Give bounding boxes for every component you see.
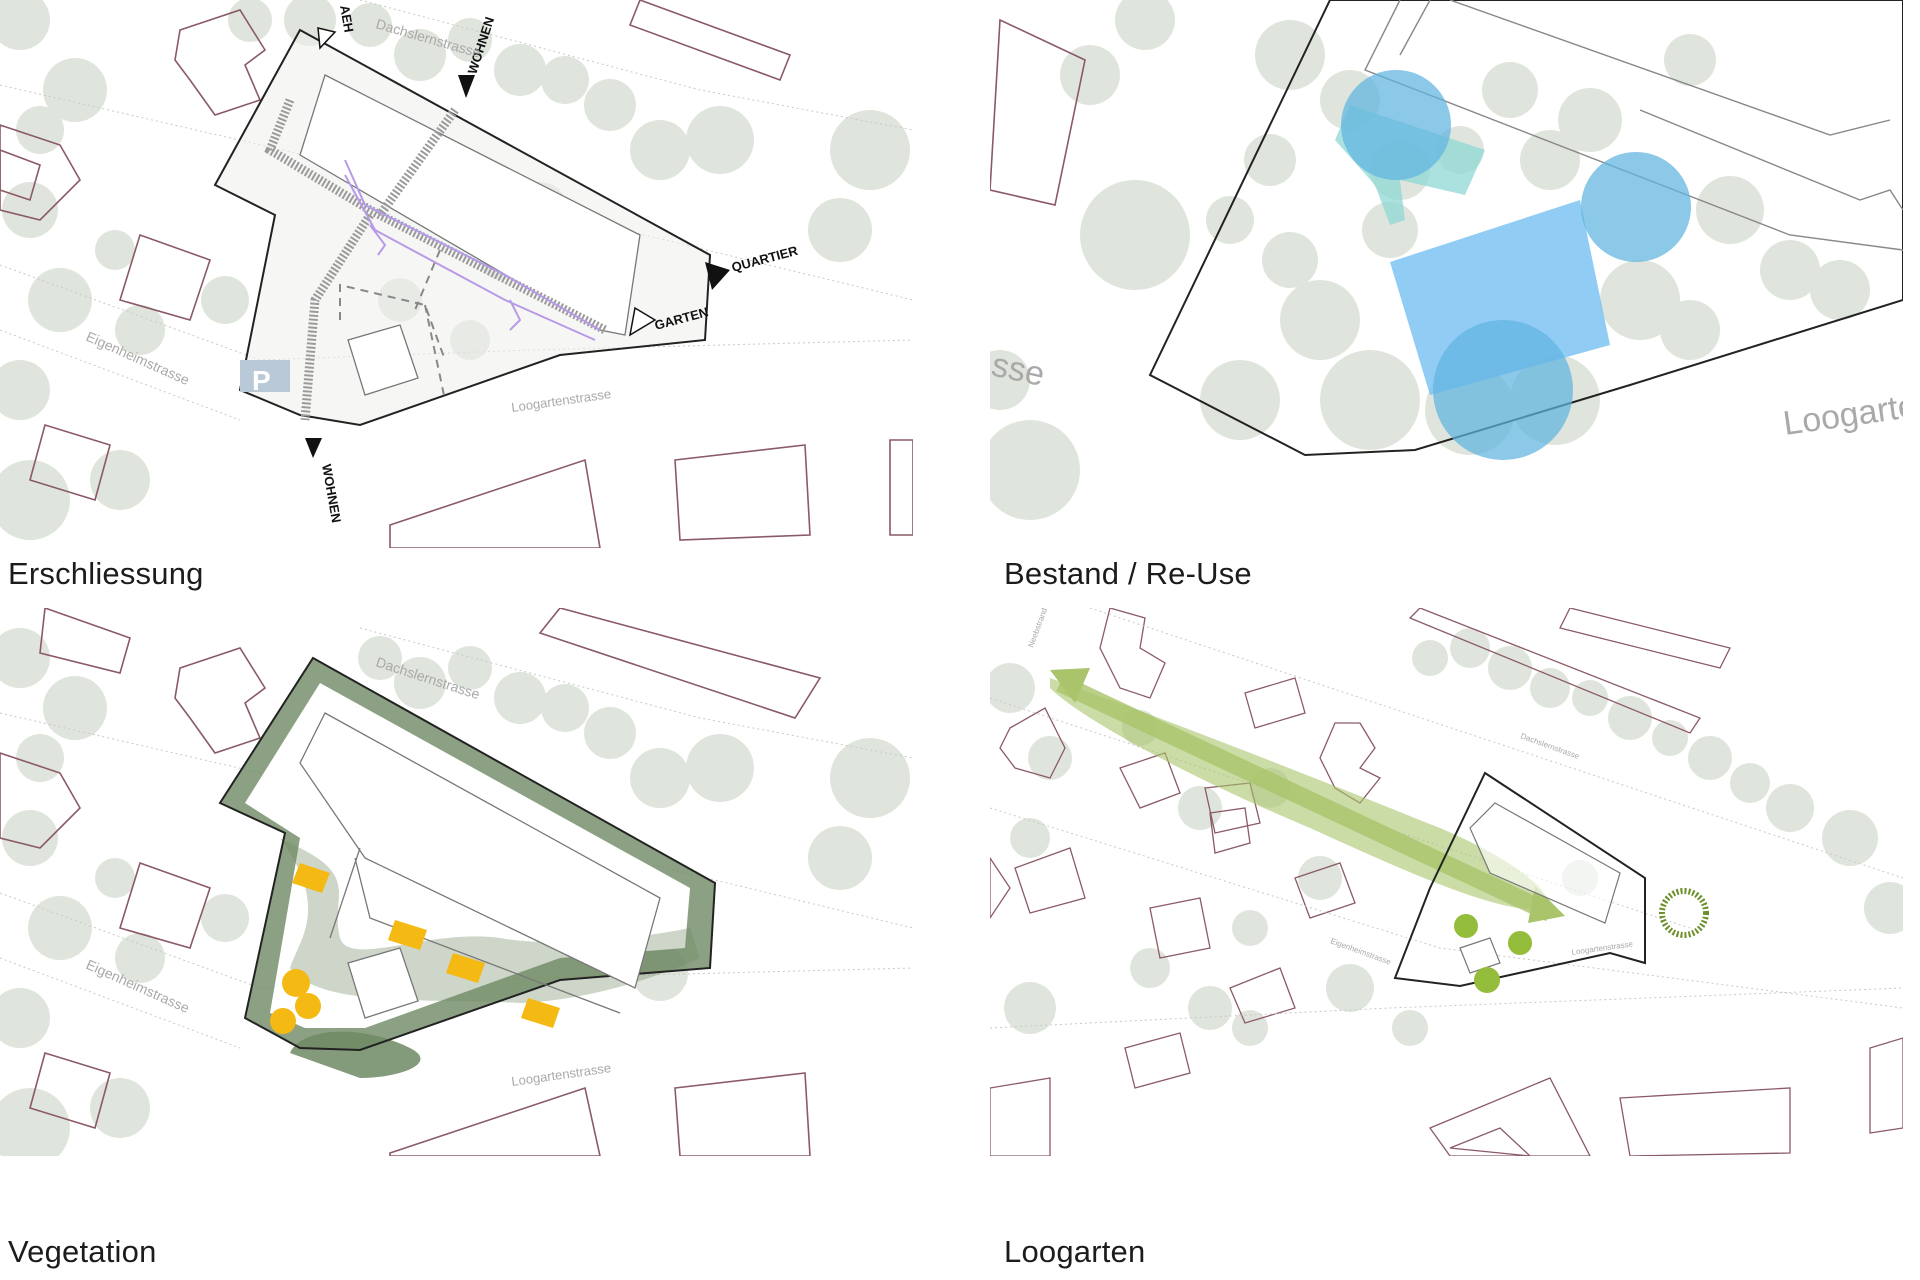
neighbour-buildings: [0, 0, 913, 548]
arrow-wohnen-top-icon: [458, 75, 475, 98]
street-dachslern: Dachslernstrasse: [1519, 731, 1581, 761]
parking-area: [240, 360, 290, 392]
reuse-circle-2: [1581, 152, 1691, 262]
caption-erschliessung: Erschliessung: [8, 556, 204, 591]
caption-loogarten: Loogarten: [1004, 1234, 1146, 1269]
purple-route[interactable]: [344, 159, 601, 341]
neighbour-buildings: [990, 18, 1086, 206]
dashed-zone: [339, 249, 446, 401]
site-perimeter: [1393, 771, 1646, 988]
caption-bestand: Bestand / Re-Use: [1004, 556, 1252, 591]
access-arrows-outline: [317, 27, 657, 337]
arrow-quartier-icon: [705, 262, 730, 290]
panel-bestand: sse Loogarte: [990, 0, 1903, 548]
small-building: [1459, 937, 1501, 974]
panel-vegetation: Dachslernstrasse Eigenheimstrasse Loogar…: [0, 608, 913, 1156]
loogarten-arrow-end-icon: [1528, 886, 1565, 923]
vegetation-south-strip: [290, 1031, 421, 1078]
site-perimeter: [218, 656, 717, 1052]
access-arrows: [305, 75, 730, 458]
label-wohnen-bottom: WOHNEN: [319, 463, 344, 524]
arrow-wohnen-bottom-icon: [305, 438, 322, 458]
panel-loogarten: Dachslernstrasse Eigenheimstrasse Loogar…: [990, 608, 1903, 1156]
street-neeb: Neebstrand: [1026, 608, 1049, 649]
panel-erschliessung: P AEH WOHNEN QUARTIER GARTEN WOHNEN Dach…: [0, 0, 913, 548]
small-building: [347, 324, 419, 396]
street-lines: [990, 608, 1903, 1029]
vegetation-yellow-elements: [270, 863, 560, 1034]
tree-canopies: [0, 0, 910, 540]
main-building: [299, 712, 661, 989]
access-paths[interactable]: [264, 98, 608, 421]
street-loogarten-partial: Loogarte: [1781, 387, 1903, 443]
loogarten-ring-tree-icon: [1659, 888, 1709, 938]
site-plan-loogarten: Dachslernstrasse Eigenheimstrasse Loogar…: [990, 608, 1903, 1156]
street-loogarten: Loogartenstrasse: [510, 386, 612, 415]
parking-icon: P: [252, 365, 271, 396]
small-building: [347, 947, 419, 1019]
tree-canopies: [990, 628, 1903, 1046]
label-aeh: AEH: [337, 4, 357, 34]
reuse-circle-3: [1433, 320, 1573, 460]
neighbour-buildings: [0, 608, 822, 1156]
tree-canopies: [0, 628, 910, 1156]
loogarten-trees: [1454, 914, 1532, 993]
site-plan-access: P AEH WOHNEN QUARTIER GARTEN WOHNEN Dach…: [0, 0, 913, 548]
site-plan-vegetation: Dachslernstrasse Eigenheimstrasse Loogar…: [0, 608, 913, 1156]
loogarten-arrow-start-icon: [1050, 668, 1090, 703]
existing-building-outline: [1364, 0, 1903, 251]
street-eigenheim: Eigenheimstrasse: [1329, 936, 1392, 966]
building-annex: [329, 847, 621, 1014]
main-building: [299, 74, 641, 336]
arrow-garten-icon: [628, 306, 657, 337]
main-building: [1469, 802, 1621, 924]
reuse-circle-1: [1341, 70, 1451, 180]
street-loogarten: Loogartenstrasse: [510, 1060, 612, 1089]
caption-vegetation: Vegetation: [8, 1234, 157, 1269]
loogarten-axis: [1056, 674, 1554, 922]
site-plan-reuse: sse Loogarte: [990, 0, 1903, 520]
arrow-aeh-icon: [317, 27, 337, 50]
